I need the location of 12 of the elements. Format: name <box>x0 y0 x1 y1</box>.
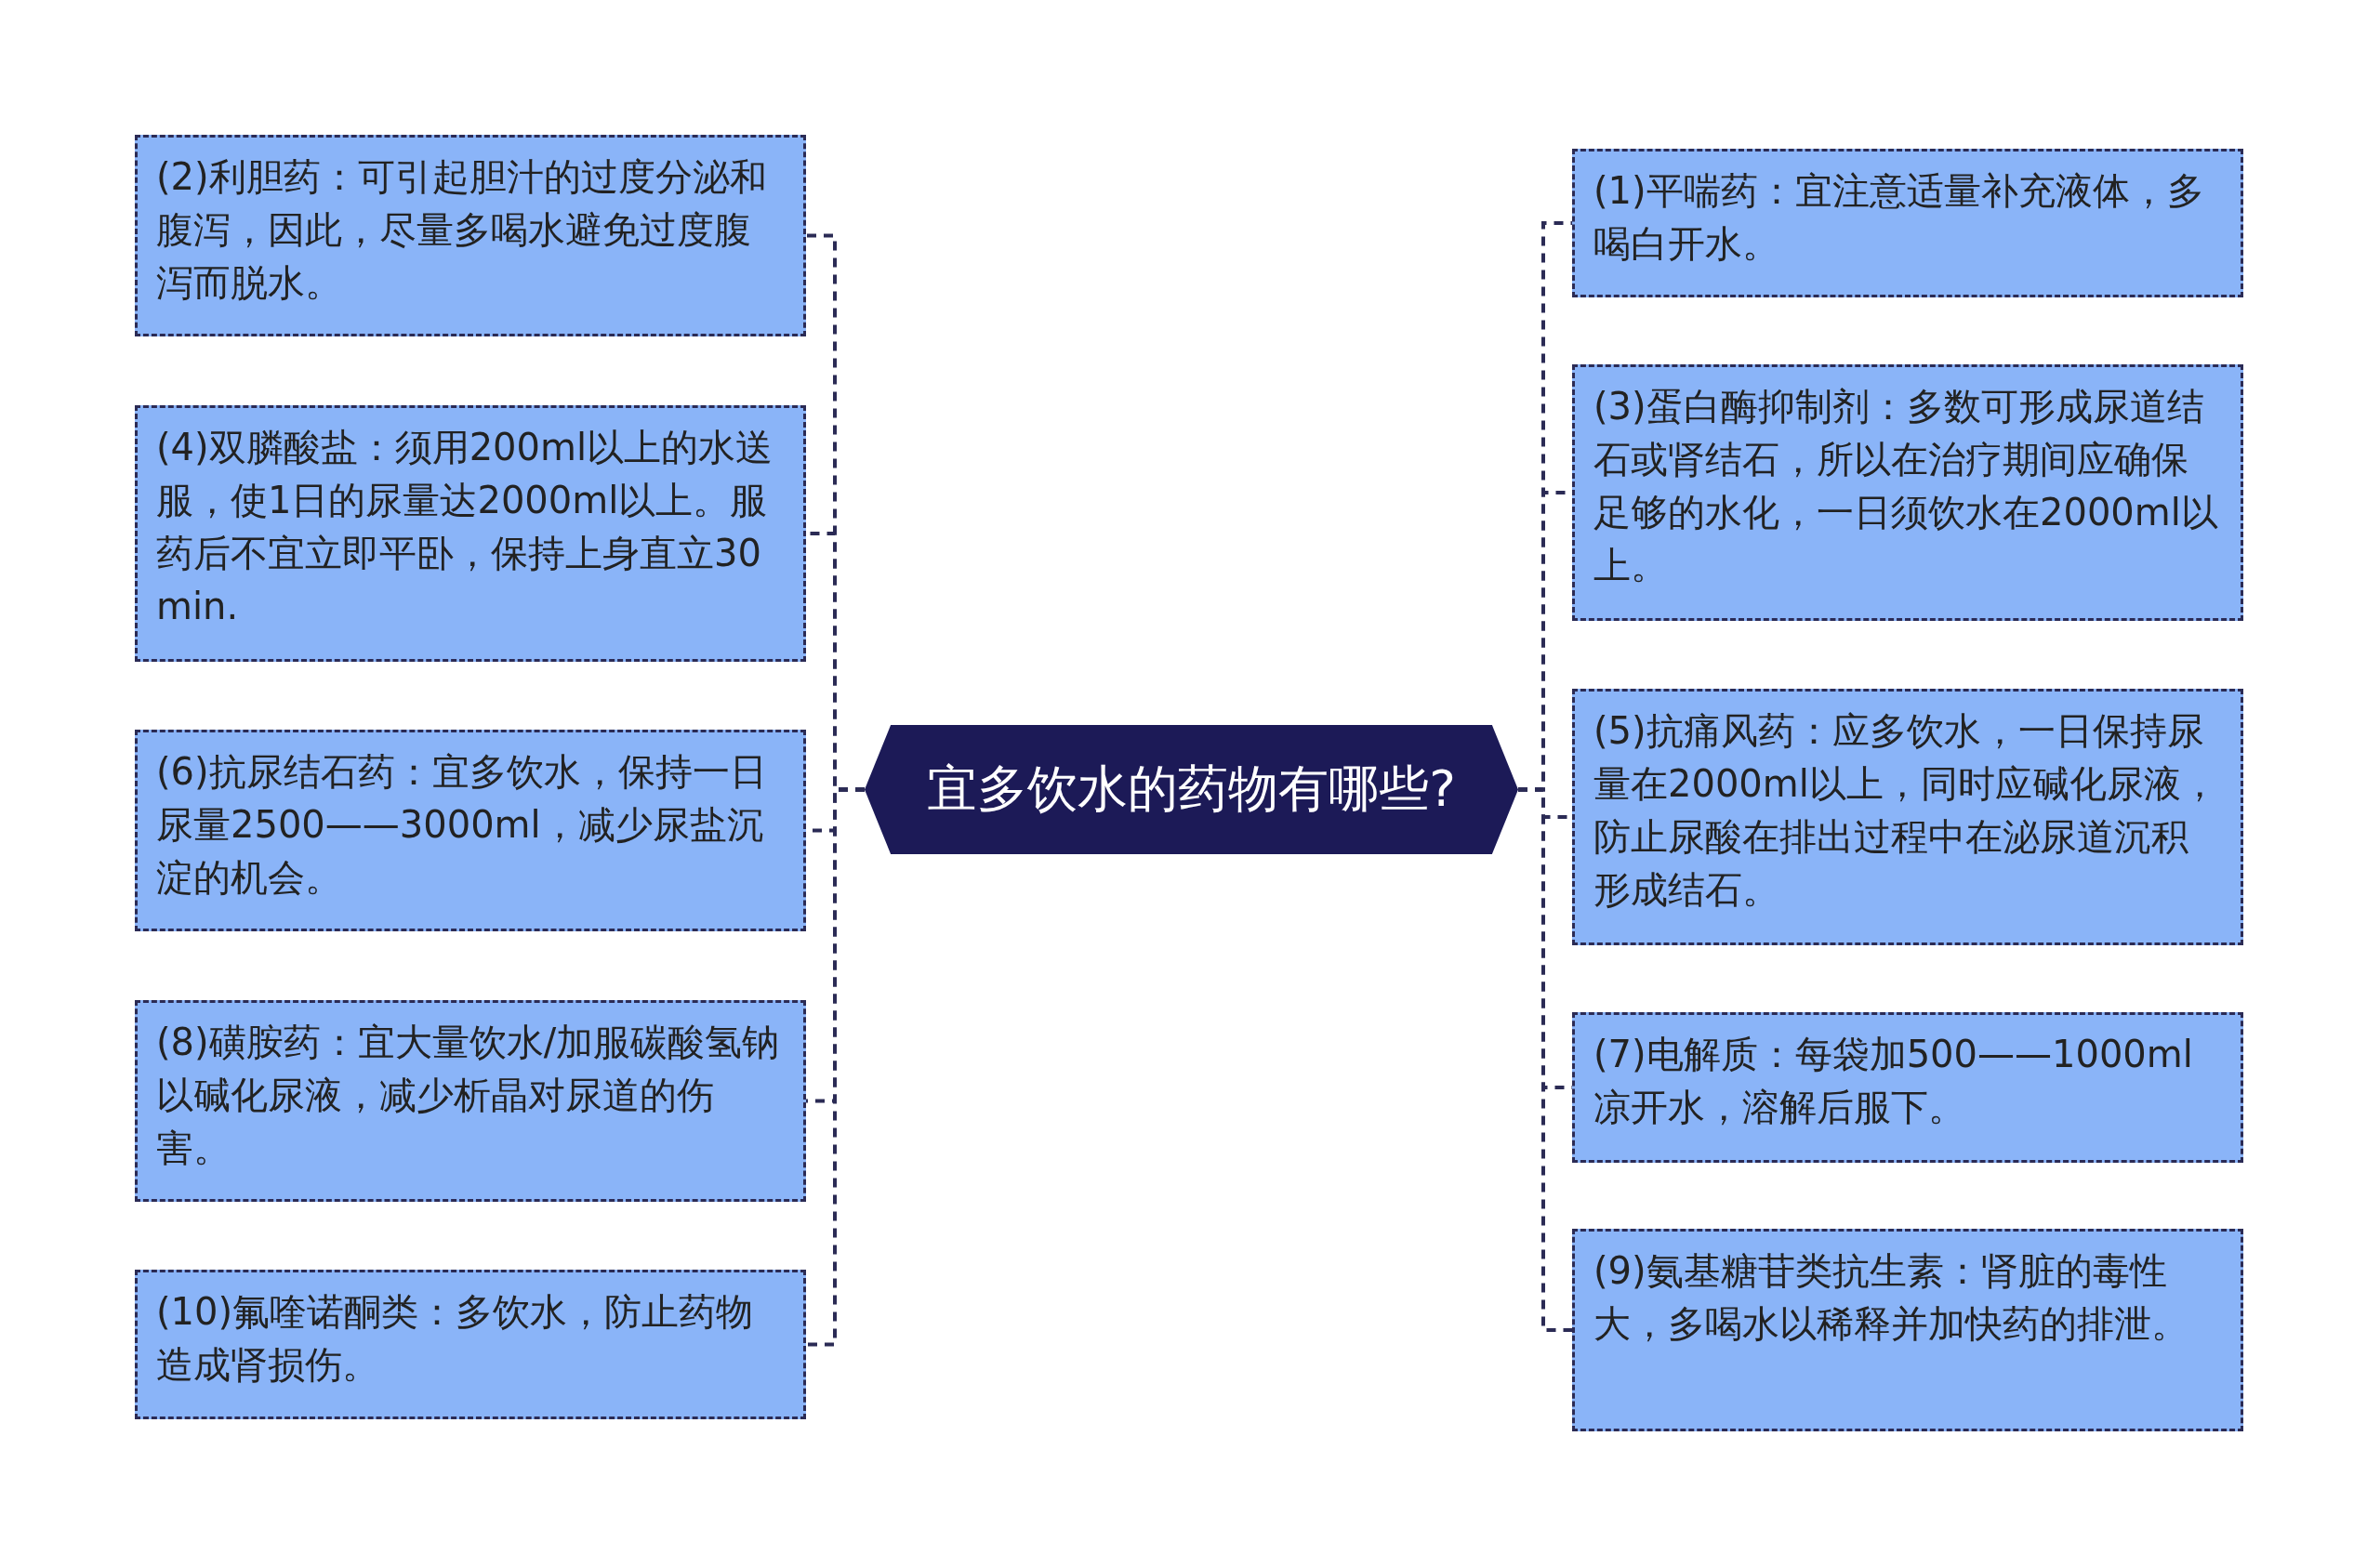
connector-line <box>806 787 865 1347</box>
note-box: (1)平喘药：宜注意适量补充液体，多喝白开水。 <box>1572 149 2243 297</box>
note-box: (6)抗尿结石药：宜多饮水，保持一日尿量2500——3000ml，减少尿盐沉淀的机会。 <box>135 730 806 931</box>
connector-line <box>1518 787 1572 1332</box>
note-box: (10)氟喹诺酮类：多饮水，防止药物造成肾损伤。 <box>135 1270 806 1419</box>
note-box: (4)双膦酸盐：须用200ml以上的水送服，使1日的尿量达2000ml以上。服药后不宜立即平卧，保持上身直立30min. <box>135 405 806 662</box>
note-box: (3)蛋白酶抑制剂：多数可形成尿道结石或肾结石，所以在治疗期间应确保足够的水化，一日须饮水在2000ml以上。 <box>1572 364 2243 621</box>
note-box: (8)磺胺药：宜大量饮水/加服碳酸氢钠以碱化尿液，减少析晶对尿道的伤害。 <box>135 1000 806 1202</box>
note-box: (9)氨基糖苷类抗生素：肾脏的毒性大，多喝水以稀释并加快药的排泄。 <box>1572 1229 2243 1431</box>
note-box: (2)利胆药：可引起胆汁的过度分泌和腹泻，因此，尽量多喝水避免过度腹泻而脱水。 <box>135 135 806 336</box>
note-box: (5)抗痛风药：应多饮水，一日保持尿量在2000ml以上，同时应碱化尿液，防止尿酸在排出过程中在泌尿道沉积形成结石。 <box>1572 689 2243 945</box>
note-box: (7)电解质：每袋加500——1000ml凉开水，溶解后服下。 <box>1572 1012 2243 1163</box>
